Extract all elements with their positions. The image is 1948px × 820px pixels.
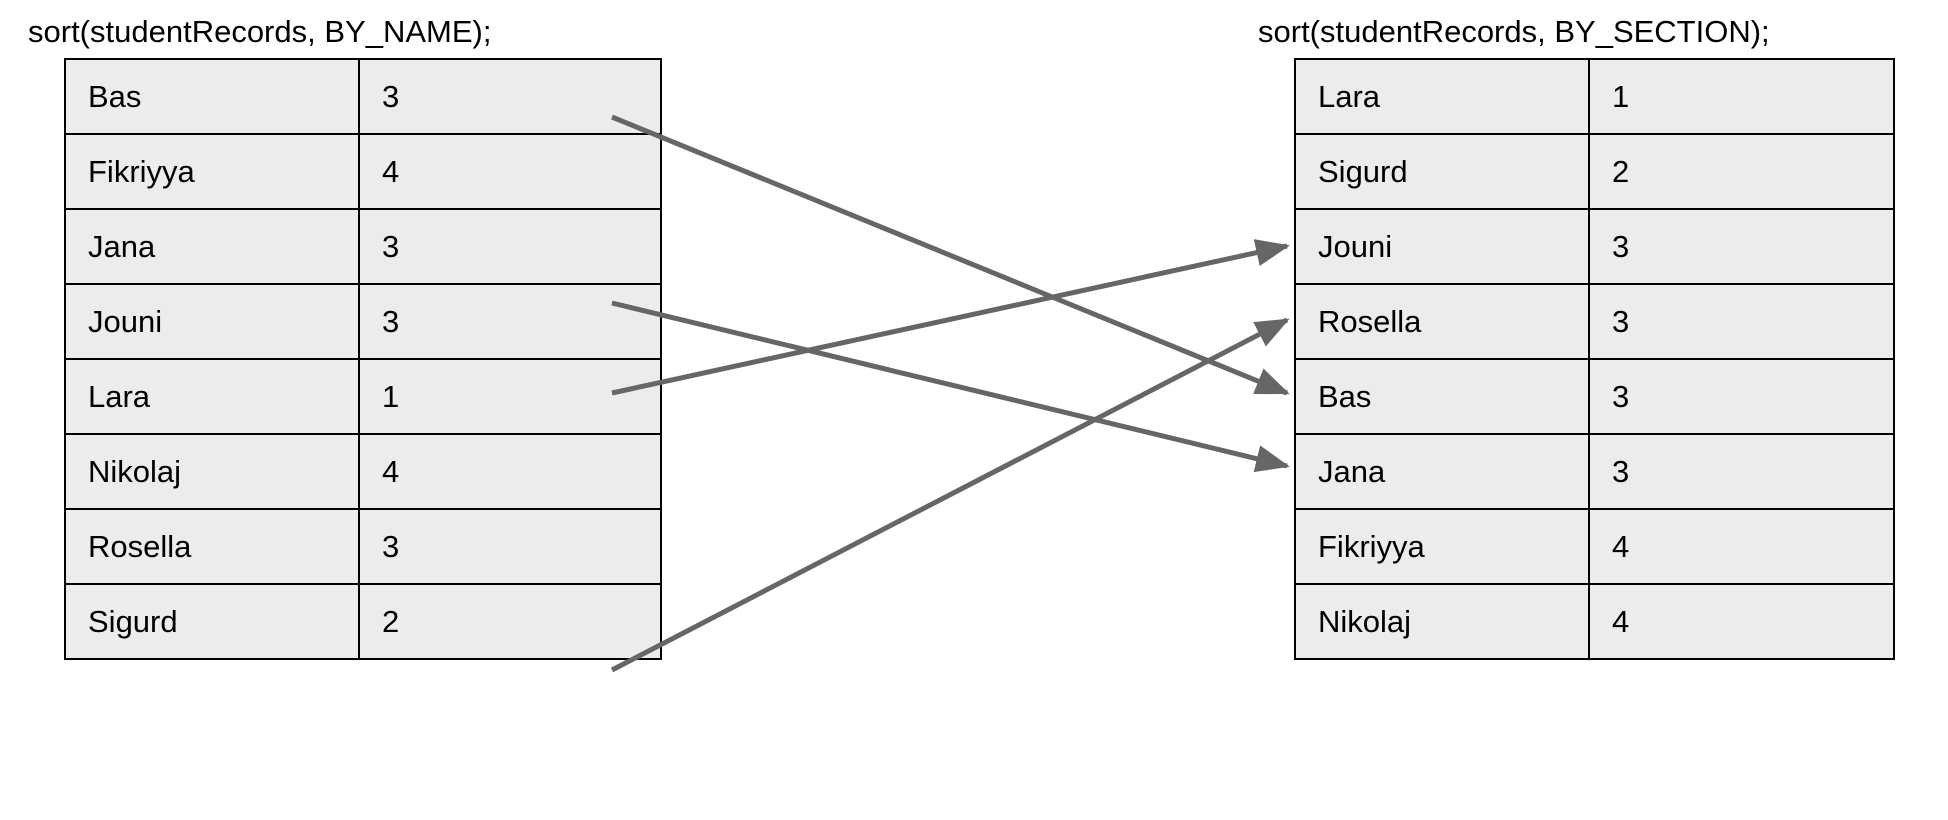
cell-student-name: Nikolaj — [64, 433, 360, 510]
cell-section-number: 4 — [1588, 583, 1895, 660]
cell-section-number: 3 — [1588, 358, 1895, 435]
mapping-arrow-rosella — [610, 317, 1290, 673]
cell-student-name: Rosella — [1294, 283, 1590, 360]
cell-section-number: 3 — [358, 508, 662, 585]
left-table-caption: sort(studentRecords, BY_NAME); — [28, 14, 492, 49]
cell-student-name: Jouni — [1294, 208, 1590, 285]
cell-section-number: 3 — [358, 58, 662, 135]
cell-student-name: Rosella — [64, 508, 360, 585]
cell-student-name: Jouni — [64, 283, 360, 360]
cell-section-number: 1 — [1588, 58, 1895, 135]
mapping-arrows — [610, 114, 1290, 673]
cell-section-number: 4 — [358, 133, 662, 210]
cell-section-number: 4 — [1588, 508, 1895, 585]
cell-section-number: 3 — [358, 283, 662, 360]
cell-student-name: Bas — [64, 58, 360, 135]
cell-section-number: 3 — [1588, 283, 1895, 360]
cell-student-name: Nikolaj — [1294, 583, 1590, 660]
cell-student-name: Lara — [64, 358, 360, 435]
mapping-arrow-bas — [611, 114, 1290, 396]
mapping-arrow-jouni — [611, 239, 1290, 396]
cell-student-name: Fikriyya — [64, 133, 360, 210]
cell-section-number: 2 — [1588, 133, 1895, 210]
cell-section-number: 3 — [1588, 208, 1895, 285]
cell-student-name: Sigurd — [1294, 133, 1590, 210]
cell-student-name: Jana — [1294, 433, 1590, 510]
cell-section-number: 2 — [358, 583, 662, 660]
right-table-caption: sort(studentRecords, BY_SECTION); — [1258, 14, 1770, 49]
mapping-arrow-jana — [611, 300, 1290, 473]
cell-section-number: 1 — [358, 358, 662, 435]
cell-student-name: Sigurd — [64, 583, 360, 660]
cell-student-name: Fikriyya — [1294, 508, 1590, 585]
cell-student-name: Lara — [1294, 58, 1590, 135]
cell-student-name: Bas — [1294, 358, 1590, 435]
cell-section-number: 3 — [1588, 433, 1895, 510]
cell-student-name: Jana — [64, 208, 360, 285]
cell-section-number: 3 — [358, 208, 662, 285]
cell-section-number: 4 — [358, 433, 662, 510]
